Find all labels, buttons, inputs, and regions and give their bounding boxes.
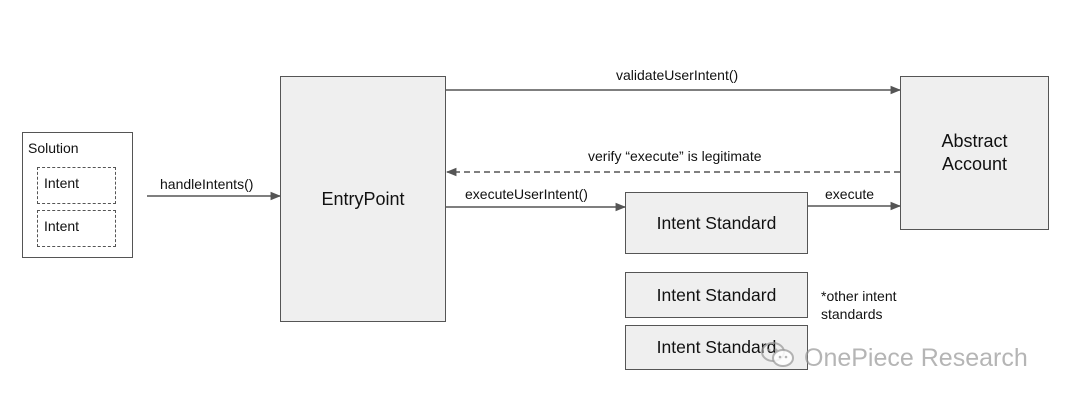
intent-label: Intent [44, 218, 80, 234]
validate-user-intent-label: validateUserIntent() [616, 67, 739, 83]
abstract-account-box: Abstract Account [900, 76, 1049, 230]
execute-label: execute [825, 186, 875, 202]
note-line1: *other intent [821, 288, 897, 304]
abstract-account-label-line1: Abstract [941, 131, 1008, 151]
intent-box: Intent [37, 167, 116, 204]
note-line2: standards [821, 306, 883, 322]
solution-box: Solution Intent Intent [22, 132, 133, 258]
intent-standard-box: Intent Standard [625, 325, 808, 370]
intent-standard-label: Intent Standard [656, 284, 777, 305]
watermark-text: OnePiece Research [804, 343, 1028, 372]
abstract-account-label-line2: Account [941, 154, 1008, 174]
intent-standard-box: Intent Standard [625, 192, 808, 254]
entrypoint-box: EntryPoint [280, 76, 446, 322]
watermark: OnePiece Research [760, 340, 1028, 376]
other-standards-note: *other intent standards [821, 287, 897, 323]
wechat-icon [760, 340, 796, 377]
verify-execute-label: verify “execute” is legitimate [588, 148, 762, 164]
entrypoint-label: EntryPoint [321, 188, 405, 209]
execute-user-intent-label: executeUserIntent() [465, 186, 588, 202]
handle-intents-label: handleIntents() [160, 176, 254, 192]
intent-standard-label: Intent Standard [656, 212, 777, 233]
intent-label: Intent [44, 175, 80, 191]
intent-standard-label: Intent Standard [656, 337, 777, 357]
solution-title: Solution [28, 140, 79, 156]
intent-standard-box: Intent Standard [625, 272, 808, 318]
intent-box: Intent [37, 210, 116, 247]
